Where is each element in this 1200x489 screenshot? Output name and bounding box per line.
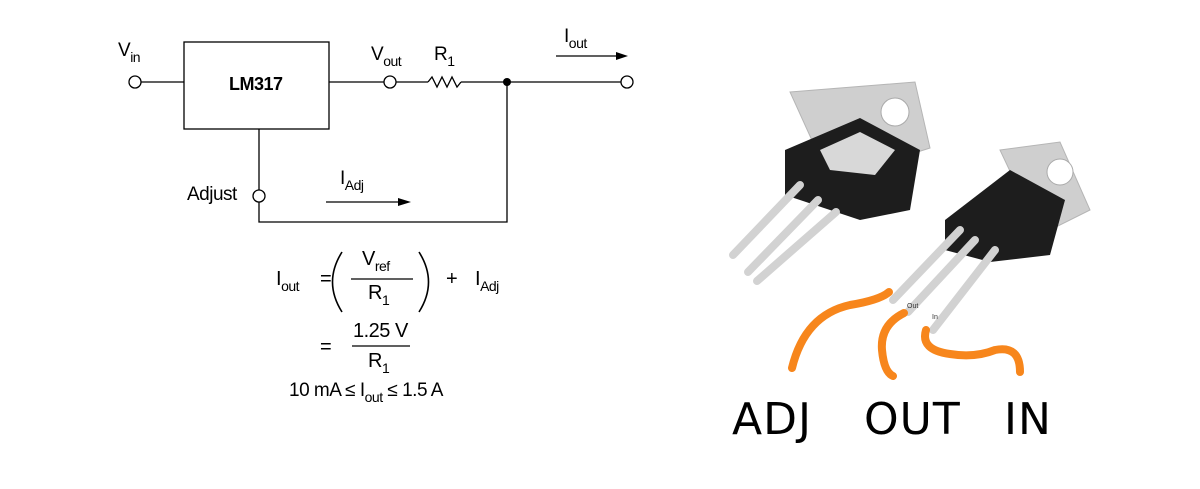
adj-wire — [788, 288, 893, 372]
eq-125v: 1.25 V — [353, 320, 408, 342]
vout-terminal — [383, 75, 397, 89]
in-wire — [921, 326, 1024, 376]
vin-label: Vin — [118, 40, 141, 65]
right-paren — [418, 251, 430, 313]
eq-equals-1: = — [320, 268, 332, 290]
chip-label: LM317 — [229, 74, 283, 94]
vout-label: Vout — [371, 44, 402, 69]
eq-iadj: IAdj — [475, 268, 499, 294]
eq-vref: Vref — [362, 248, 390, 274]
eq-range: 10 mA ≤ Iout ≤ 1.5 A — [289, 380, 443, 405]
out-wire — [877, 309, 908, 380]
iadj-label: IAdj — [340, 168, 364, 193]
r1-label: R1 — [434, 44, 455, 69]
pin-label-out: OUT — [864, 394, 961, 445]
eq-r1-den-2: R1 — [368, 350, 390, 376]
adjust-terminal — [252, 189, 266, 203]
adjust-label: Adjust — [187, 184, 237, 205]
vin-terminal — [128, 75, 142, 89]
iadj-arrow — [398, 198, 411, 206]
pin-label-adj: ADJ — [732, 394, 812, 445]
output-terminal — [620, 75, 634, 89]
eq-r1-den: R1 — [368, 282, 390, 308]
eq-plus: + — [446, 268, 458, 290]
resistor-r1 — [427, 75, 462, 89]
eq-lhs-iout: Iout — [276, 268, 300, 294]
lm317-box — [183, 41, 330, 130]
pin-label-in: IN — [1004, 394, 1052, 445]
eq-equals-2: = — [320, 336, 332, 358]
pin-tag-out: Out — [907, 303, 919, 310]
iout-label: Iout — [564, 26, 587, 51]
pin-tag-in: In — [932, 314, 938, 321]
regulator-left — [729, 81, 931, 285]
iout-arrow — [616, 52, 628, 60]
left-paren — [331, 251, 343, 313]
regulator-right — [889, 141, 1091, 334]
